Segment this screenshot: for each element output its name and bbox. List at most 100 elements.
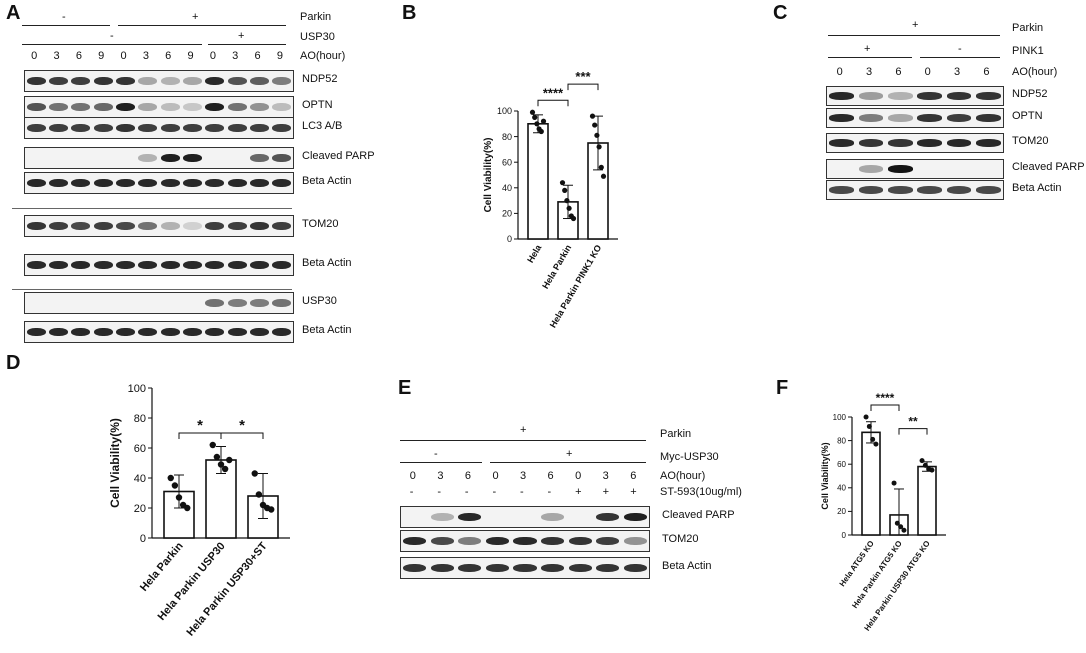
st-sign: + bbox=[575, 486, 582, 498]
blot-band bbox=[829, 139, 854, 147]
y-axis-label: Cell Viability(%) bbox=[820, 442, 830, 509]
panel-letter-f: F bbox=[776, 377, 789, 399]
data-point bbox=[184, 504, 191, 512]
blot-strip bbox=[24, 147, 294, 169]
blot-band bbox=[250, 153, 269, 163]
blot-band bbox=[272, 260, 292, 270]
significance-label: **** bbox=[543, 85, 564, 100]
significance-bracket bbox=[898, 428, 928, 435]
blot-band bbox=[250, 260, 269, 270]
blot-band bbox=[49, 102, 68, 112]
blot-label: Cleaved PARP bbox=[302, 150, 375, 162]
blot-band bbox=[888, 186, 913, 194]
panel-letter-e: E bbox=[398, 377, 412, 399]
blot-band bbox=[183, 221, 202, 231]
data-point bbox=[870, 436, 876, 442]
blot-band bbox=[49, 76, 68, 86]
blot-label: NDP52 bbox=[1012, 88, 1048, 100]
data-point bbox=[534, 121, 540, 127]
time-label: 0 bbox=[31, 50, 38, 62]
blot-band bbox=[71, 76, 91, 86]
blot-band bbox=[623, 563, 647, 573]
data-point bbox=[226, 456, 233, 464]
blot-band bbox=[183, 153, 202, 163]
time-label: 0 bbox=[492, 470, 499, 482]
blot-band bbox=[227, 298, 247, 308]
category-label: Hela Parkin ATG5 KO bbox=[850, 539, 904, 610]
blot-band bbox=[513, 563, 537, 573]
usp30-minus-line bbox=[22, 44, 202, 45]
y-tick-label: 20 bbox=[837, 507, 846, 516]
blot-band bbox=[976, 92, 1001, 100]
e-myc-sign-plus: + bbox=[566, 448, 573, 460]
blot-band bbox=[138, 76, 158, 86]
st-sign: - bbox=[492, 486, 497, 498]
blot-band bbox=[976, 186, 1001, 194]
blot-band bbox=[138, 123, 158, 133]
y-tick-label: 0 bbox=[140, 533, 146, 545]
y-tick-label: 60 bbox=[134, 443, 146, 455]
time-label: 3 bbox=[866, 66, 873, 78]
y-tick-label: 60 bbox=[837, 460, 846, 469]
data-point bbox=[594, 132, 600, 138]
c-pink1-minus-line bbox=[920, 57, 1000, 58]
blot-band bbox=[227, 178, 247, 188]
data-point bbox=[873, 441, 879, 447]
c-pink1-plus-line bbox=[828, 57, 912, 58]
bar bbox=[917, 465, 937, 536]
blot-band bbox=[485, 563, 509, 573]
blot-band bbox=[26, 123, 46, 133]
blot-band bbox=[946, 92, 972, 100]
data-point bbox=[600, 173, 607, 179]
blot-band bbox=[138, 327, 158, 337]
blot-label: TOM20 bbox=[1012, 135, 1049, 147]
blot-band bbox=[458, 536, 482, 546]
blot-band bbox=[596, 512, 620, 522]
blot-label: OPTN bbox=[1012, 110, 1043, 122]
y-tick-label: 40 bbox=[837, 484, 846, 493]
c-parkin-sign: + bbox=[912, 19, 919, 31]
blot-band bbox=[116, 221, 135, 231]
blot-band bbox=[623, 536, 647, 546]
st-sign: - bbox=[520, 486, 524, 498]
data-point bbox=[171, 482, 179, 489]
c-parkin-label: Parkin bbox=[1012, 22, 1044, 34]
data-point bbox=[251, 470, 258, 477]
blot-band bbox=[829, 92, 854, 100]
blot-band bbox=[49, 260, 68, 270]
blot-band bbox=[160, 221, 180, 231]
blot-band bbox=[430, 512, 454, 522]
blot-band bbox=[116, 102, 135, 112]
y-tick-label: 0 bbox=[842, 531, 847, 540]
blot-band bbox=[568, 563, 592, 573]
data-point bbox=[532, 114, 538, 120]
data-point bbox=[596, 144, 602, 150]
blot-band bbox=[917, 92, 942, 100]
blot-band bbox=[26, 76, 46, 86]
data-point bbox=[221, 465, 229, 473]
blot-band bbox=[160, 153, 180, 163]
usp30-plus-line bbox=[208, 44, 286, 45]
blot-band bbox=[205, 102, 225, 112]
blot-strip bbox=[24, 321, 294, 343]
blot-band bbox=[71, 178, 91, 188]
blot-band bbox=[205, 327, 225, 337]
blot-label: Beta Actin bbox=[302, 257, 352, 269]
blot-band bbox=[430, 563, 454, 573]
significance-label: **** bbox=[876, 391, 895, 405]
blot-strip bbox=[24, 215, 294, 237]
blot-band bbox=[116, 260, 135, 270]
parkin-sign-minus: - bbox=[62, 11, 66, 23]
blot-band bbox=[26, 102, 46, 112]
y-tick-label: 20 bbox=[502, 209, 512, 219]
data-point bbox=[529, 109, 536, 115]
blot-band bbox=[917, 186, 942, 194]
blot-band bbox=[430, 536, 454, 546]
blot-band bbox=[829, 114, 854, 122]
y-tick-label: 40 bbox=[134, 473, 146, 485]
blot-band bbox=[138, 153, 158, 163]
blot-band bbox=[976, 139, 1001, 147]
blot-band bbox=[227, 102, 247, 112]
blot-band bbox=[183, 76, 202, 86]
